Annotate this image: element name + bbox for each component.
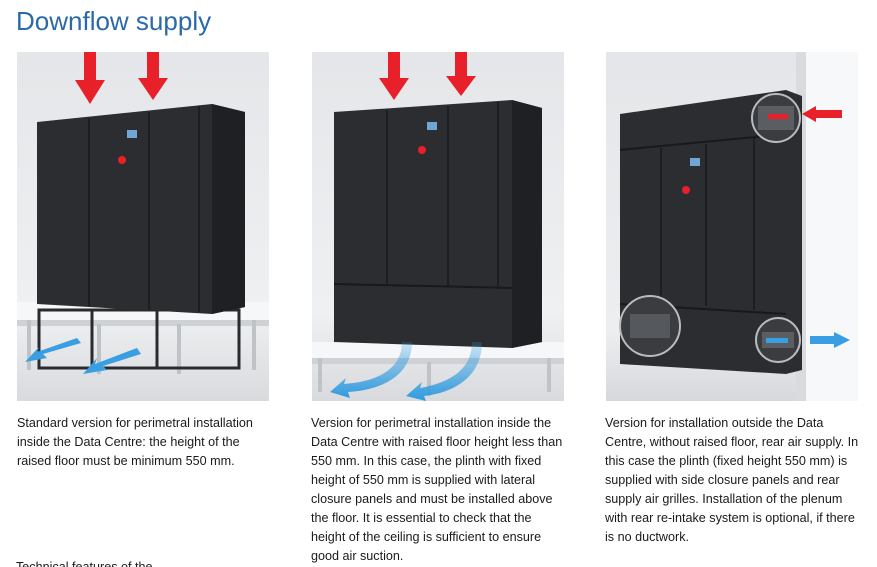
image-standard-version xyxy=(17,52,269,401)
supply-arrow-icon xyxy=(766,332,850,348)
intake-arrow-icon xyxy=(379,52,476,100)
cut-off-text: Technical features of the... xyxy=(16,556,256,567)
supply-arrow-icon xyxy=(25,338,141,374)
caption-rear-supply-version: Version for installation outside the Dat… xyxy=(605,416,859,544)
intake-arrow-icon xyxy=(75,52,168,104)
image-rear-supply-version xyxy=(606,52,858,401)
detail-magnifier-icon xyxy=(619,93,801,363)
page-title: Downflow supply xyxy=(16,6,212,36)
caption-standard-version: Standard version for perimetral installa… xyxy=(17,416,253,468)
supply-arrow-icon xyxy=(330,342,482,401)
cabinet-unit xyxy=(37,104,245,314)
cut-off-text-line: Technical features of the... xyxy=(16,560,164,567)
caption-plinth-version: Version for perimetral installation insi… xyxy=(311,416,563,563)
image-plinth-version xyxy=(312,52,564,401)
intake-arrow-icon xyxy=(768,106,842,122)
cabinet-unit xyxy=(333,100,542,348)
